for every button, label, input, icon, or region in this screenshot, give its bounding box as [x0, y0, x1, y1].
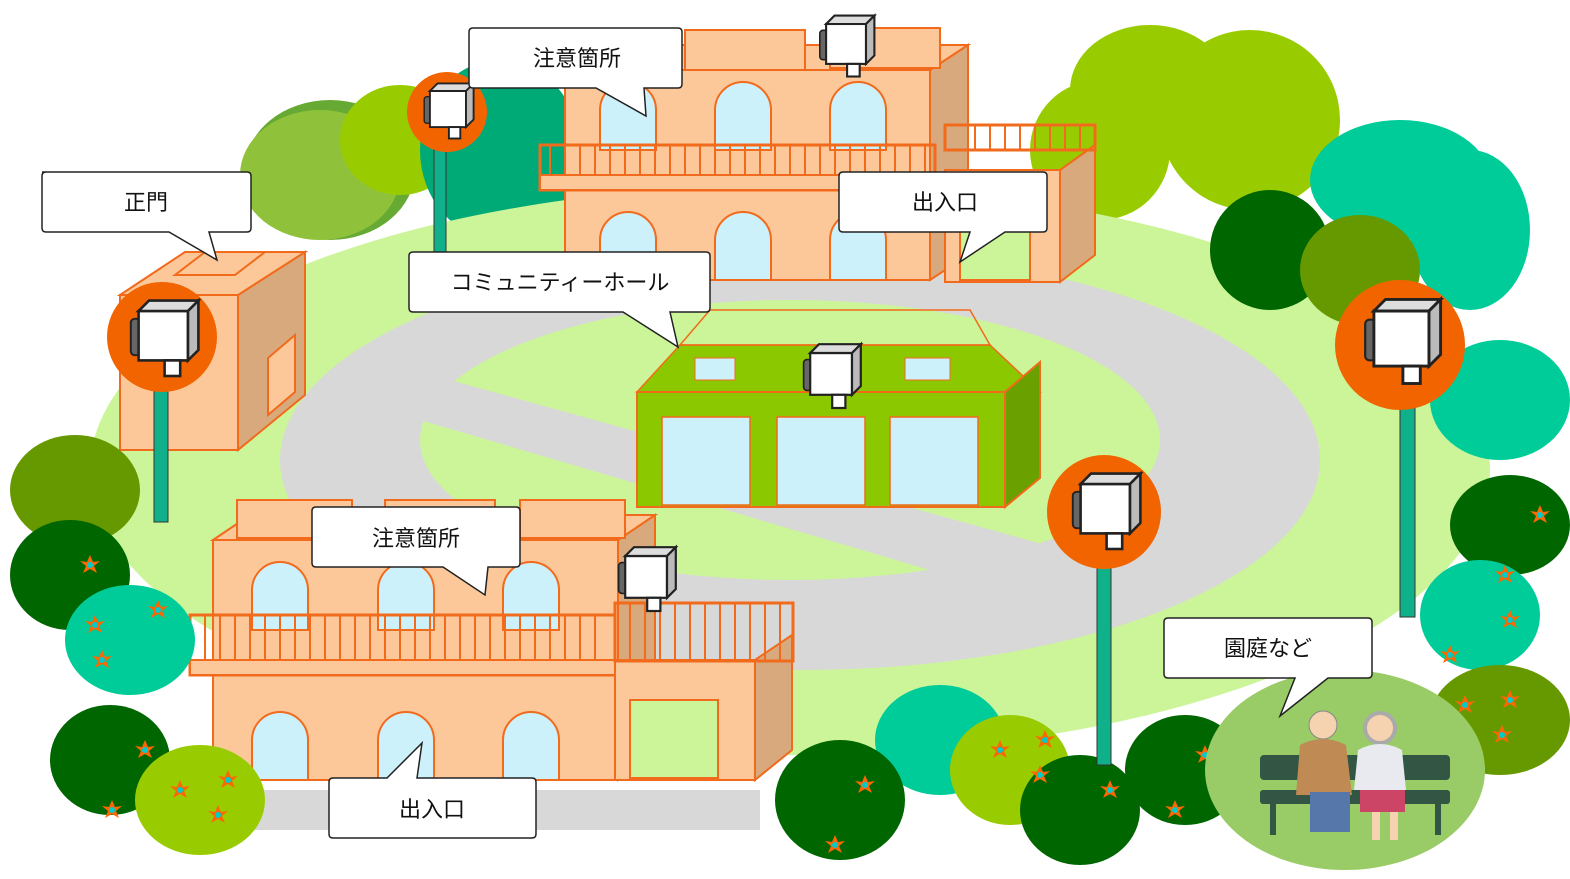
label-garden: 園庭など [1224, 637, 1312, 662]
camera-pole-center-right [1047, 455, 1161, 569]
community-hall [635, 309, 1042, 510]
label-entrance-top: 出入口 [912, 191, 978, 216]
bubble-entrance-bottom: 出入口 [328, 740, 537, 839]
label-entrance-bottom: 出入口 [399, 798, 465, 823]
bubble-caution-top: 注意箇所 [468, 27, 683, 118]
label-community-hall: コミュニティーホール [451, 271, 670, 296]
label-caution-top: 注意箇所 [533, 47, 621, 72]
bubble-garden: 園庭など [1163, 617, 1373, 719]
label-caution-bottom: 注意箇所 [372, 527, 460, 552]
label-main-gate: 正門 [124, 191, 168, 216]
garden-bench-elderly-couple-illustration [1205, 670, 1485, 870]
camera-gate [107, 282, 217, 392]
bubble-entrance-top: 出入口 [838, 171, 1048, 264]
camera-pole-top [407, 72, 487, 152]
camera-pole-right [1335, 280, 1465, 410]
foreground-bushes [10, 190, 1570, 865]
bubble-caution-bottom: 注意箇所 [311, 506, 521, 597]
bubble-community-hall: コミュニティーホール [408, 251, 711, 349]
bubble-main-gate: 正門 [41, 171, 252, 262]
